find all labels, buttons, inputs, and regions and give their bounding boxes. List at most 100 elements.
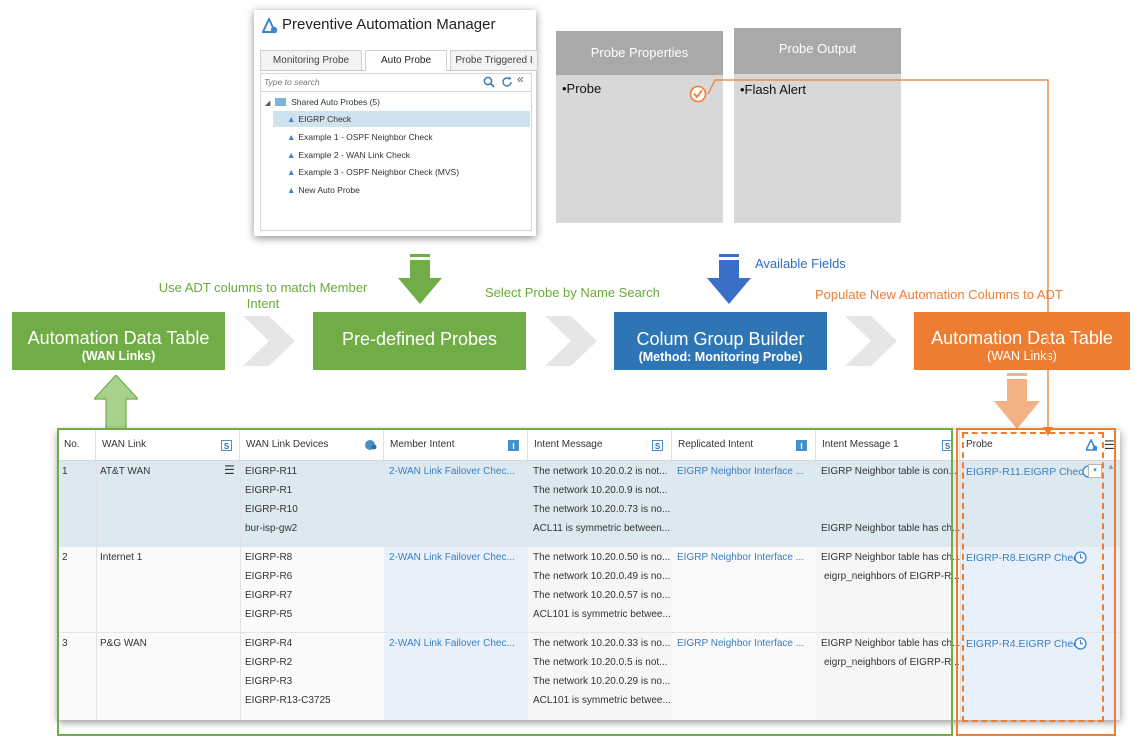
flow-adt-right-sub: (WAN Links) [987,349,1057,363]
probe-properties-header: Probe Properties [556,31,723,75]
cell-intent-message-1: EIGRP Neighbor table has ch... [821,552,961,563]
label-populate: Populate New Automation Columns to ADT [815,287,1063,302]
flow-adt-left: Automation Data Table (WAN Links) [12,312,225,370]
cell-intent-message-1: eigrp_neighbors of EIGRP-R... [824,657,960,668]
string-type-icon: S [221,440,232,451]
probe-icon: ▲ [287,150,296,160]
col-header-member-intent-label: Member Intent [390,439,455,450]
tree-item-example-1[interactable]: ▲Example 1 - OSPF Neighbor Check [273,129,433,145]
tree-root-label: Shared Auto Probes (5) [291,97,380,107]
probe-column-callout [962,432,1104,722]
cell-intent-message: ACL101 is symmetric betwee... [533,695,671,706]
header-divider [58,460,1120,461]
probe-properties-body: •Probe [556,75,723,223]
cell-member-intent[interactable]: 2-WAN Link Failover Chec... [389,638,515,649]
col-header-devices-label: WAN Link Devices [246,439,329,450]
tree-item-example-2[interactable]: ▲Example 2 - WAN Link Check [273,147,410,163]
cell-probe[interactable]: EIGRP-R8.EIGRP Check [966,552,1084,564]
col-header-intent-message-1[interactable]: Intent Message 1 S [816,430,960,460]
label-available-fields: Available Fields [755,256,846,271]
cell-member-intent[interactable]: 2-WAN Link Failover Chec... [389,466,515,477]
probe-output-box: Probe Output •Flash Alert [734,28,901,223]
search-icon[interactable] [483,76,495,88]
col-header-replicated-intent[interactable]: Replicated Intent I [672,430,816,460]
cell-device: EIGRP-R7 [245,590,293,601]
cell-wan-link: AT&T WAN [100,466,151,477]
tree-root[interactable]: ◢ Shared Auto Probes (5) [265,94,380,110]
clock-icon[interactable] [1074,551,1087,564]
cell-intent-message-1: eigrp_neighbors of EIGRP-R... [824,571,960,582]
cell-no: 3 [62,638,68,649]
tree-item-example-3[interactable]: ▲Example 3 - OSPF Neighbor Check (MVS) [273,164,459,180]
cell-no: 2 [62,552,68,563]
cell-intent-message: The network 10.20.0.2 is not... [533,466,668,477]
row-menu-icon[interactable]: ☰ [224,463,235,477]
cell-member-intent[interactable]: 2-WAN Link Failover Chec... [389,552,515,563]
col-divider [240,461,241,720]
pam-title: Preventive Automation Manager [282,16,496,33]
col-header-wan-link[interactable]: WAN Link S [96,430,240,460]
cell-device: bur-isp-gw2 [245,523,298,534]
pam-search-box: « [260,72,532,92]
flow-adt-right: Automation Data Table (WAN Links) [914,312,1130,370]
check-icon [689,85,707,103]
cell-intent-message: The network 10.20.0.57 is no... [533,590,671,601]
dropdown-icon[interactable]: ▾ [1088,464,1102,478]
col-header-probe[interactable]: Probe ☰ [960,430,1120,460]
cell-intent-message: The network 10.20.0.29 is no... [533,676,671,687]
refresh-icon[interactable] [501,76,513,88]
folder-icon [274,98,286,106]
tree-item-label: Example 3 - OSPF Neighbor Check (MVS) [298,167,460,177]
message-column-bg [816,547,960,720]
probe-column-highlight [960,547,1120,720]
flow-adt-left-sub: (WAN Links) [81,349,156,363]
cell-probe[interactable]: EIGRP-R4.EIGRP Check [966,638,1084,650]
tree-item-eigrp-check[interactable]: ▲EIGRP Check [273,111,530,127]
flow-adt-left-title: Automation Data Table [27,328,210,348]
clock-icon[interactable] [1074,637,1087,650]
col-header-no[interactable]: No. [58,430,96,460]
cell-wan-link: P&G WAN [100,638,147,649]
tab-auto-probe[interactable]: Auto Probe [365,50,447,71]
col-header-member-intent[interactable]: Member Intent I [384,430,528,460]
cell-device: EIGRP-R2 [245,657,293,668]
string-type-icon: S [652,440,663,451]
cell-intent-message-1: EIGRP Neighbor table has ch... [821,523,961,534]
flow-predefined-probes: Pre-defined Probes [313,312,526,370]
cell-device: EIGRP-R4 [245,638,293,649]
cell-replicated-intent[interactable]: EIGRP Neighbor Interface ... [677,466,805,477]
col-header-intent-message[interactable]: Intent Message S [528,430,672,460]
tree-item-label: Example 2 - WAN Link Check [298,150,411,160]
flow-chevron-1 [243,316,295,366]
search-input[interactable] [264,75,474,89]
cell-intent-message: The network 10.20.0.9 is not... [533,485,668,496]
scroll-up-icon[interactable]: ▲ [1107,462,1115,471]
cell-intent-message: The network 10.20.0.5 is not... [533,657,668,668]
cell-intent-message: The network 10.20.0.50 is no... [533,552,671,563]
col-header-devices[interactable]: WAN Link Devices [240,430,384,460]
adt-source-outline [57,428,953,736]
col-divider [96,461,97,720]
tab-probe-triggered[interactable]: Probe Triggered I [450,50,538,70]
column-menu-icon[interactable]: ☰ [1104,438,1115,452]
tab-monitoring-probe[interactable]: Monitoring Probe [260,50,362,70]
label-select-probe: Select Probe by Name Search [485,285,660,300]
cell-device: EIGRP-R10 [245,504,298,515]
flow-column-group-builder: Colum Group Builder (Method: Monitoring … [614,312,827,370]
device-type-icon [365,440,377,450]
cell-replicated-intent[interactable]: EIGRP Neighbor Interface ... [677,638,805,649]
probe-connector-line [707,79,1053,436]
col-header-intent-message-1-label: Intent Message 1 [822,439,899,450]
cell-device: EIGRP-R8 [245,552,293,563]
tree-item-new-auto-probe[interactable]: ▲New Auto Probe [273,182,360,198]
cell-replicated-intent[interactable]: EIGRP Neighbor Interface ... [677,552,805,563]
cell-device: EIGRP-R11 [245,466,298,477]
col-divider [960,461,961,720]
probe-icon: ▲ [287,185,296,195]
pam-window: Preventive Automation Manager Monitoring… [254,10,538,236]
up-arrow-green [94,375,138,429]
collapse-icon[interactable]: « [517,72,524,86]
expand-icon[interactable]: ◢ [265,100,271,107]
cell-probe[interactable]: EIGRP-R11.EIGRP Check [966,466,1089,478]
table-row[interactable] [58,461,1120,547]
